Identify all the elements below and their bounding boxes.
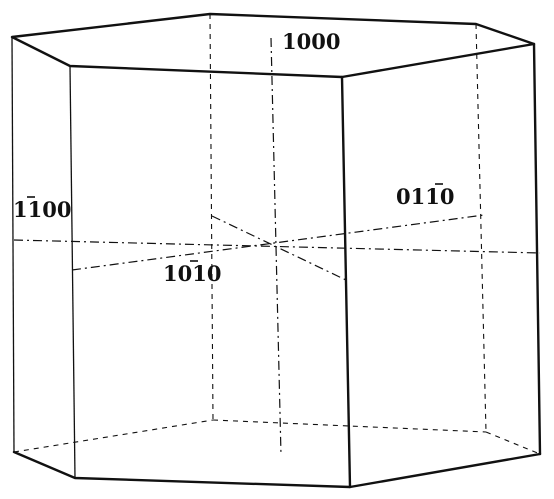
hidden-vertical-edge-back-right [475,23,487,433]
left-face-label: 1100 [13,197,71,222]
hidden-bottom-edge-left [13,419,214,453]
hidden-edges [13,13,541,455]
axis-diagonal [211,215,349,282]
crystal-axes [13,37,541,456]
face-labels: 1000 1100 0110 1010 [13,29,454,286]
vertical-edge-front-right [340,75,352,489]
visible-edges [10,12,542,489]
vertical-edge-left [11,36,15,453]
top-hexagon-face [10,12,536,79]
c-axis-label: 1000 [282,29,340,54]
right-face-label: 0110 [396,184,454,209]
c-axis [270,37,282,456]
hidden-bottom-edge-far-right [485,431,541,455]
vertical-edge-right [532,42,542,456]
hidden-vertical-edge-back-left [209,13,214,421]
front-face-label: 1010 [163,261,221,286]
bottom-front-edges [12,450,542,489]
axis-left-right [13,239,541,254]
vertical-edge-front-left [69,65,76,479]
axis-front-back [71,214,485,271]
